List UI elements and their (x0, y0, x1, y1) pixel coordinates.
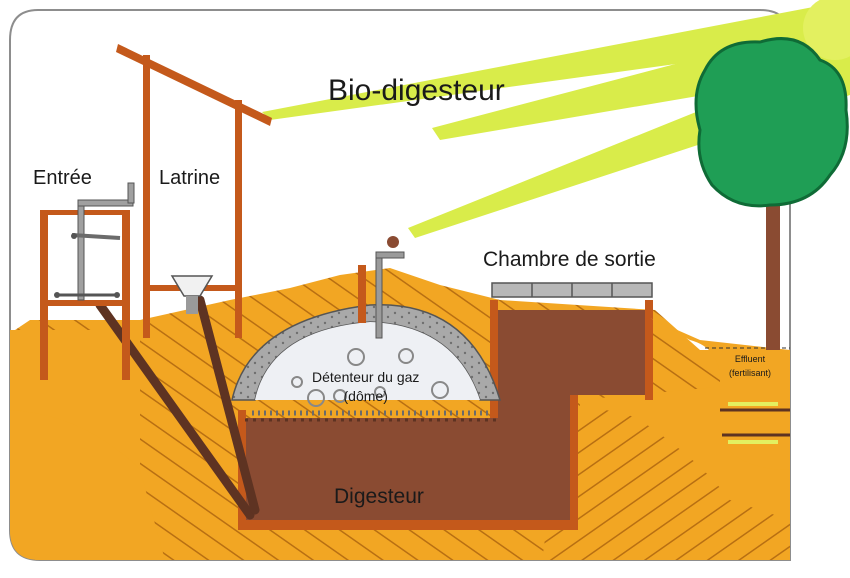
label-latrine: Latrine (159, 167, 220, 190)
label-detenteur-line2: (dôme) (312, 387, 419, 406)
label-detenteur-line1: Détenteur du gaz (312, 368, 419, 387)
label-chambre-sortie: Chambre de sortie (483, 248, 656, 272)
diagram-title: Bio-digesteur (328, 74, 505, 108)
label-effluent-line1: Effluent (729, 352, 771, 366)
label-entree: Entrée (33, 167, 92, 190)
outlet-chamber-cover (492, 283, 652, 297)
label-detenteur: Détenteur du gaz (dôme) (312, 368, 419, 406)
label-effluent: Effluent (fertilisant) (729, 352, 771, 380)
label-effluent-line2: (fertilisant) (729, 366, 771, 380)
label-digesteur: Digesteur (334, 485, 424, 509)
